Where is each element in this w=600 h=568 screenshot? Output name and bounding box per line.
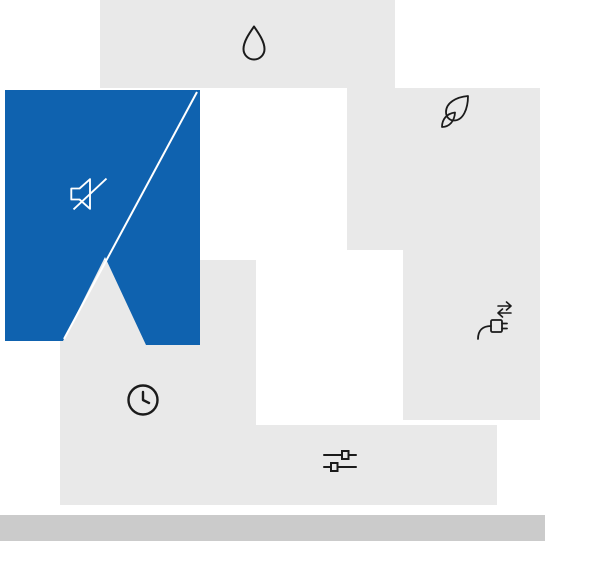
tile-water xyxy=(100,0,395,88)
plug-swap-icon xyxy=(477,301,512,340)
bottom-bar xyxy=(0,515,545,541)
tile-leaf xyxy=(347,88,540,250)
speaker-muted-icon xyxy=(70,177,108,211)
leaf-icon xyxy=(441,95,469,128)
tile-sliders xyxy=(200,425,497,505)
clock-icon xyxy=(127,384,159,416)
mute-ribbon xyxy=(5,90,200,345)
water-drop-icon xyxy=(242,25,265,61)
sliders-icon xyxy=(323,450,357,472)
tile-plug xyxy=(403,250,540,420)
ribbon-shape xyxy=(5,90,200,345)
